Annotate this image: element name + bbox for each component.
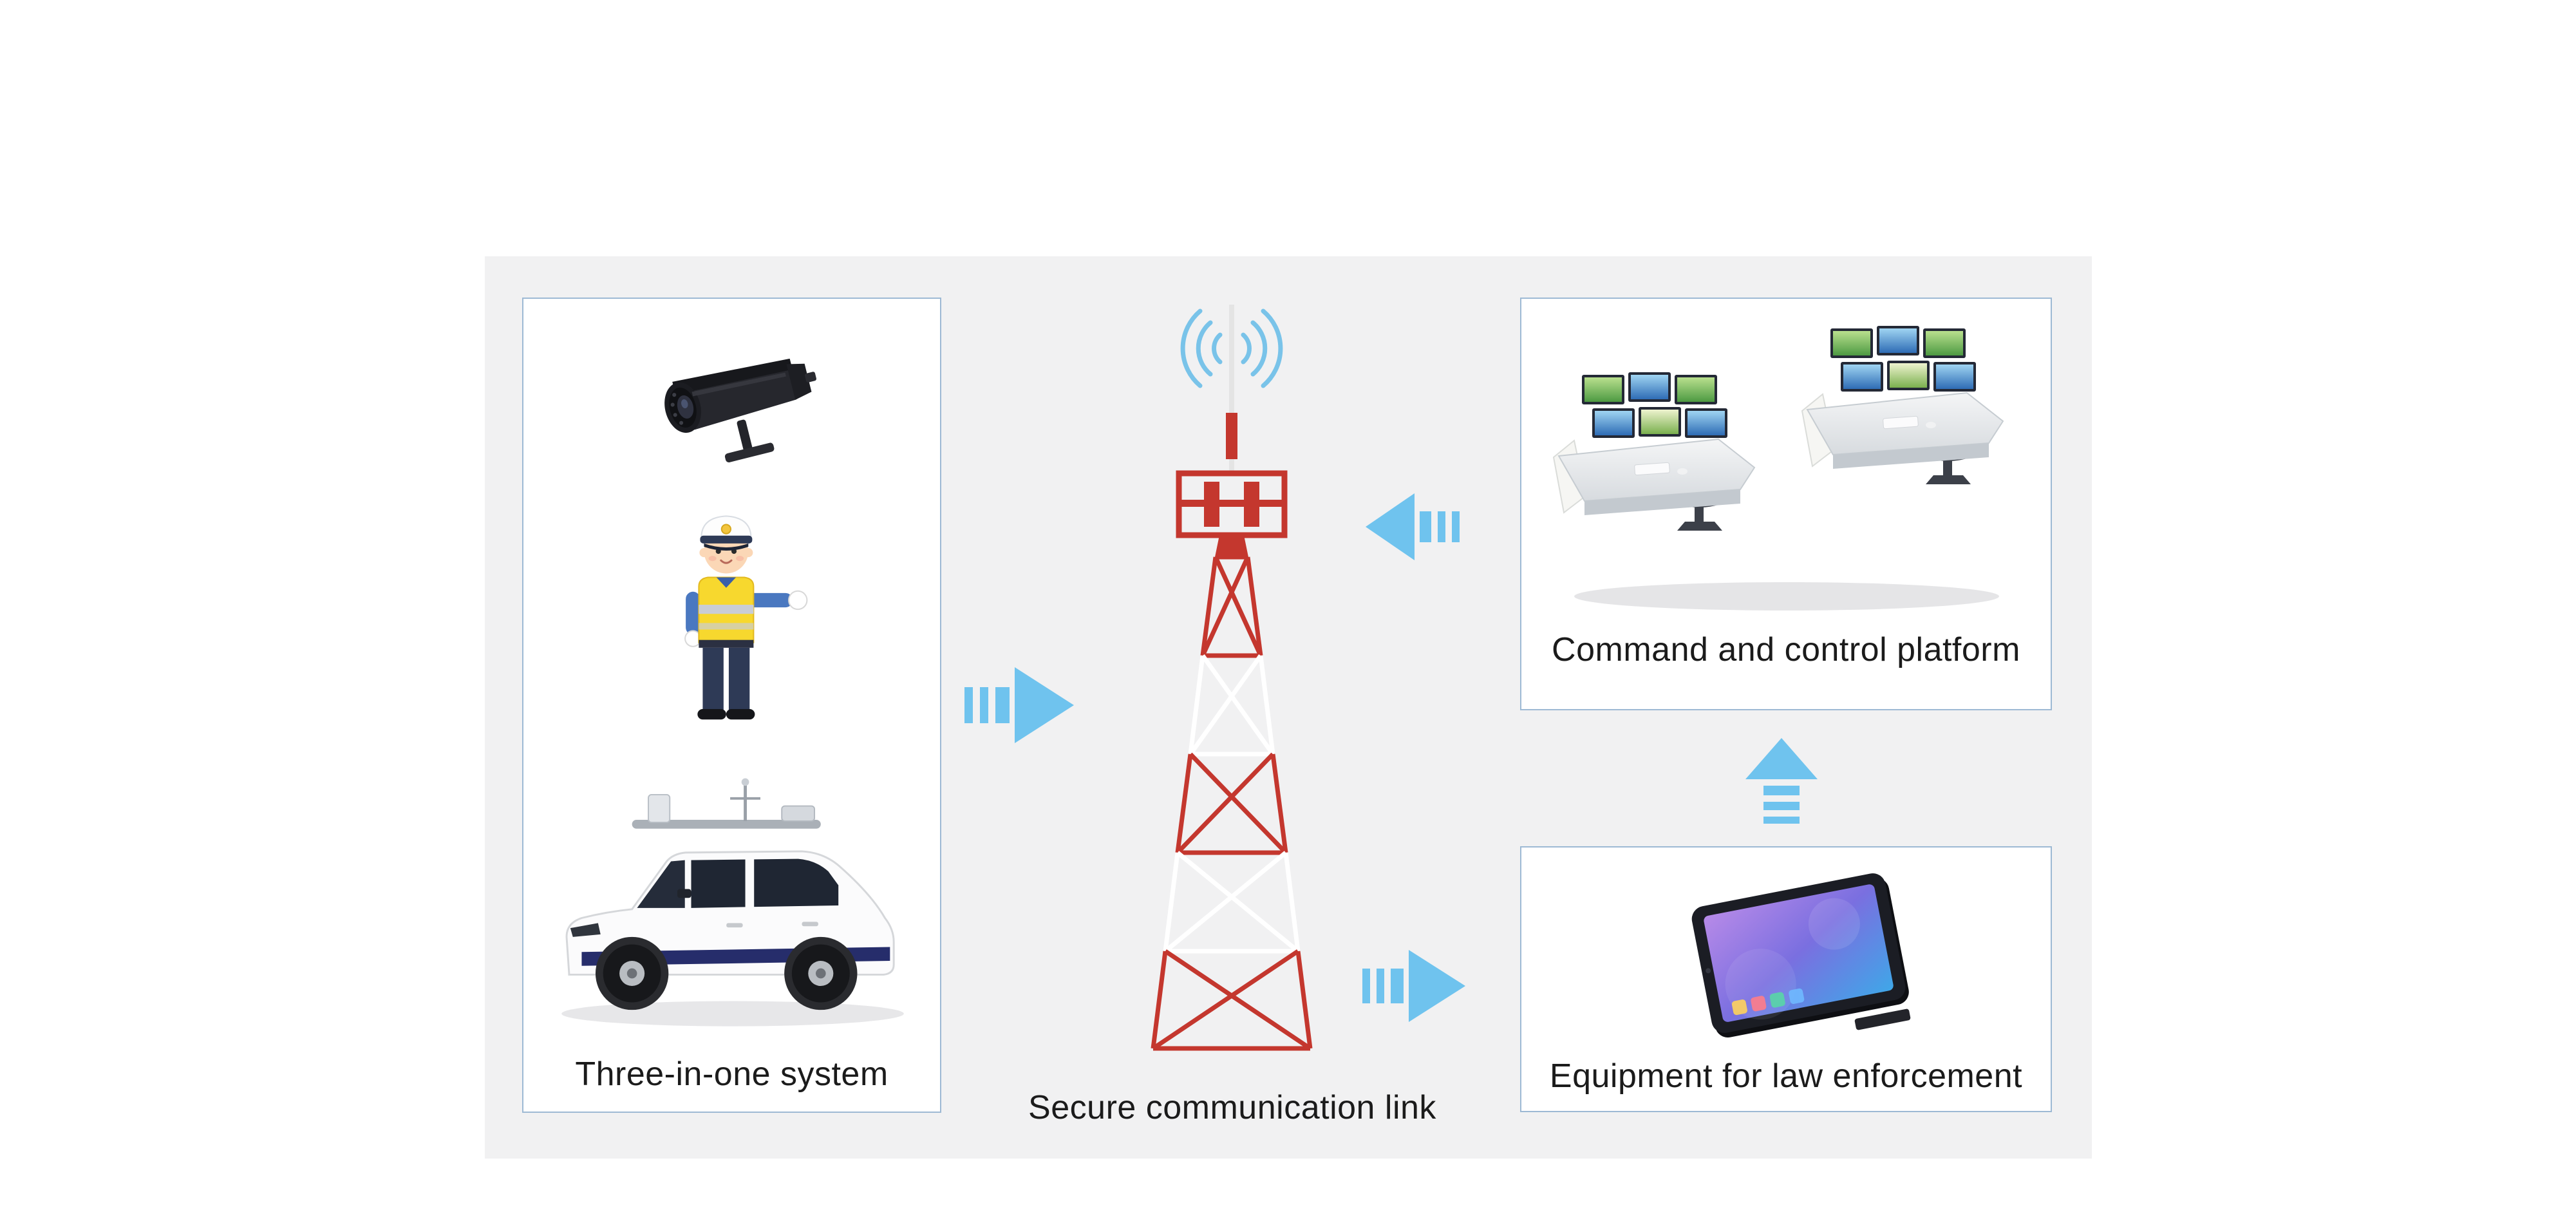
arrow-tower-to-equipment <box>1362 950 1465 1022</box>
node-three-in-one-system: Three-in-one system <box>522 298 941 1113</box>
node-command-platform: Command and control platform <box>1520 298 2052 710</box>
arrow-three-in-one-to-tower <box>964 667 1074 743</box>
law-enforcement-tablet-icon <box>1691 873 1911 1038</box>
command-platform-label: Command and control platform <box>1552 631 2020 668</box>
secure-link-label: Secure communication link <box>1028 1089 1436 1126</box>
arrow-platform-to-tower <box>1366 493 1460 560</box>
diagram-panel: Three-in-one system <box>485 256 2092 1159</box>
control-room-console-icon <box>1553 325 2004 611</box>
patrol-car-icon <box>561 778 904 1027</box>
cctv-camera-icon <box>664 358 816 462</box>
law-enforcement-label: Equipment for law enforcement <box>1549 1057 2023 1095</box>
radio-tower-icon <box>1151 305 1313 1051</box>
arrow-equipment-to-platform <box>1745 738 1818 824</box>
radio-waves-icon <box>1180 308 1283 388</box>
three-in-one-label: Three-in-one system <box>575 1056 888 1093</box>
node-law-enforcement: Equipment for law enforcement <box>1520 846 2052 1112</box>
traffic-officer-icon <box>684 515 808 720</box>
